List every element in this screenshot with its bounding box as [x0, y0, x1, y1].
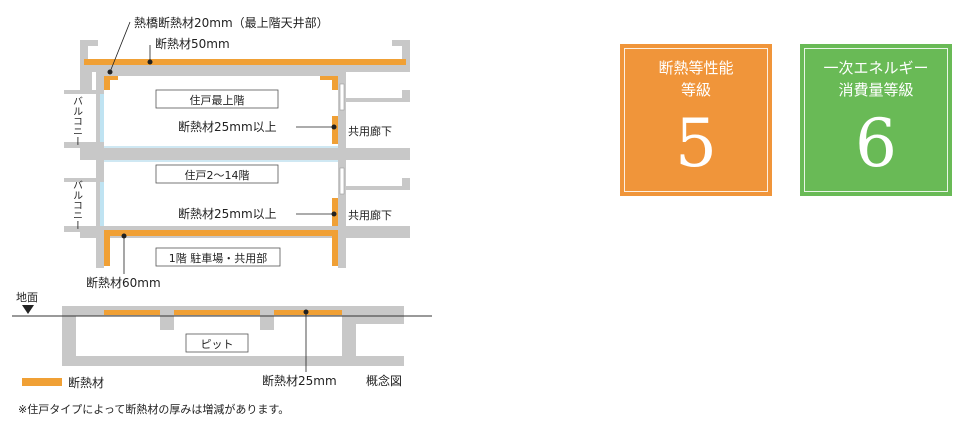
- svg-text:熱橋断熱材20mm（最上階天井部）: 熱橋断熱材20mm（最上階天井部）: [134, 15, 329, 30]
- badge-insulation-grade: 断熱等性能 等級 5: [620, 44, 772, 196]
- badge-grade-number: 6: [855, 105, 897, 182]
- balcony-label-top: バルコニー: [71, 96, 83, 146]
- corridor-label-mid: 共用廊下: [348, 208, 392, 222]
- corridor-label-top: 共用廊下: [348, 124, 392, 138]
- badge-energy-grade: 一次エネルギー 消費量等級 6: [800, 44, 952, 196]
- svg-text:断熱材60mm: 断熱材60mm: [86, 275, 161, 290]
- callout-wall-mid: 断熱材25mm以上: [178, 206, 337, 221]
- window-glass: [100, 83, 345, 226]
- callout-roof-insulation: 断熱材50mm: [147, 36, 230, 65]
- callout-pit: 断熱材25mm: [262, 309, 337, 388]
- callout-ground-floor: 断熱材60mm: [86, 233, 161, 290]
- svg-text:住戸2〜14階: 住戸2〜14階: [185, 168, 250, 182]
- ground-marker-icon: [22, 305, 34, 314]
- badge-title-line2: 等級: [680, 81, 711, 99]
- room-label-top: 住戸最上階: [155, 89, 279, 109]
- callout-wall-top: 断熱材25mm以上: [178, 119, 337, 134]
- ground-label: 地面: [16, 291, 38, 304]
- badge-frame: [624, 48, 768, 192]
- svg-text:断熱材25mm: 断熱材25mm: [262, 373, 337, 388]
- badge-title-line1: 断熱等性能: [658, 59, 734, 77]
- ceiling-lines: [104, 146, 338, 162]
- svg-text:断熱材50mm: 断熱材50mm: [155, 36, 230, 51]
- concrete-structure: [62, 40, 410, 366]
- legend-label: 断熱材: [68, 375, 104, 390]
- room-label-ground: 1階 駐車場・共用部: [155, 247, 281, 267]
- building-section-diagram: 地面 住戸最上階 住戸2〜14階 1階 駐車場・共用部 ピット 共用廊下 共用廊…: [12, 15, 432, 416]
- svg-text:住戸最上階: 住戸最上階: [190, 93, 245, 107]
- svg-text:1階 駐車場・共用部: 1階 駐車場・共用部: [169, 251, 268, 265]
- badge-grade-number: 5: [675, 105, 717, 182]
- badge-title-line1: 一次エネルギー: [823, 59, 929, 77]
- callout-thermal-bridge: 熱橋断熱材20mm（最上階天井部）: [107, 15, 329, 75]
- svg-text:断熱材25mm以上: 断熱材25mm以上: [178, 206, 277, 221]
- balcony-label-mid: バルコニー: [71, 180, 83, 230]
- footnote: ※住戸タイプによって断熱材の厚みは増減があります。: [18, 402, 289, 416]
- badge-frame: [804, 48, 948, 192]
- room-label-pit: ピット: [185, 333, 249, 353]
- legend-swatch: [22, 378, 62, 386]
- room-label-mid: 住戸2〜14階: [155, 164, 279, 184]
- svg-text:ピット: ピット: [201, 338, 234, 351]
- svg-text:断熱材25mm以上: 断熱材25mm以上: [178, 119, 277, 134]
- badge-title-line2: 消費量等級: [838, 81, 914, 99]
- concept-label: 概念図: [366, 373, 402, 388]
